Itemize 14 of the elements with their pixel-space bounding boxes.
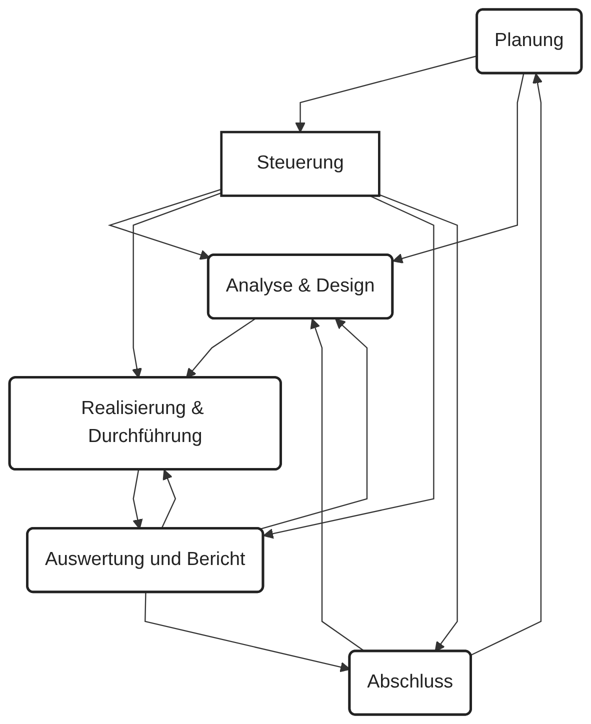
arrow	[144, 592, 350, 672]
arrow	[186, 318, 256, 378]
arrow	[132, 470, 143, 530]
arrow	[295, 55, 478, 133]
node-box: Steuerung	[220, 130, 380, 197]
arrow	[132, 192, 222, 378]
arrow	[160, 469, 176, 530]
arrow	[392, 74, 524, 264]
arrow	[310, 318, 366, 652]
arrow	[260, 318, 368, 530]
arrow	[378, 194, 458, 652]
arrow	[263, 195, 434, 539]
arrow	[470, 73, 543, 656]
arrow	[108, 188, 222, 260]
